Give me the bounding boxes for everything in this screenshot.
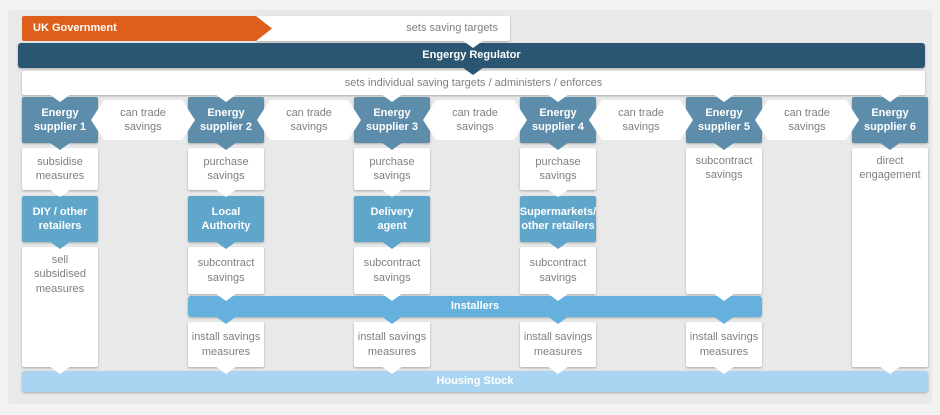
connector-arrow [381, 316, 403, 324]
energy-supplier-2-box: Energy supplier 2 [188, 97, 264, 143]
connector-arrow [215, 293, 237, 301]
connector-arrow [547, 189, 569, 197]
energy-supplier-1-box: Energy supplier 1 [22, 97, 98, 143]
connector-arrow [215, 366, 237, 374]
sets-saving-targets-note: sets saving targets [256, 16, 510, 41]
connector-arrow [49, 94, 71, 102]
trade-savings-arrow-1: can trade savings [91, 100, 195, 140]
energy-supplier-3-box: Energy supplier 3 [354, 97, 430, 143]
connector-arrow [381, 366, 403, 374]
installers-banner: Installers [188, 296, 762, 317]
trade-savings-arrow-4: can trade savings [589, 100, 693, 140]
install-measures-note-2: install savings measures [354, 322, 430, 367]
install-measures-note-1: install savings measures [188, 322, 264, 367]
intermediary-supermarkets-box: Supermarkets/ other retailers [520, 196, 596, 242]
energy-supplier-5-box: Energy supplier 5 [686, 97, 762, 143]
intermediary-local-authority-box: Local Authority [188, 196, 264, 242]
install-measures-note-3: install savings measures [520, 322, 596, 367]
connector-arrow [547, 366, 569, 374]
intermediary-diy-retailers-box: DIY / other retailers [22, 196, 98, 242]
connector-arrow [49, 189, 71, 197]
connector-arrow [713, 94, 735, 102]
supplier-3-action-note: purchase savings [354, 148, 430, 190]
col-4-action2-note: subcontract savings [520, 247, 596, 294]
connector-arrow [462, 40, 484, 48]
col-2-action2-note: subcontract savings [188, 247, 264, 294]
trade-savings-arrow-3: can trade savings [423, 100, 527, 140]
connector-arrow [879, 142, 901, 150]
col-3-action2-note: subcontract savings [354, 247, 430, 294]
connector-arrow [713, 366, 735, 374]
connector-arrow [713, 316, 735, 324]
connector-arrow [547, 316, 569, 324]
energy-supplier-6-box: Energy supplier 6 [852, 97, 928, 143]
connector-arrow [215, 241, 237, 249]
connector-arrow [381, 241, 403, 249]
connector-arrow [215, 94, 237, 102]
intermediary-delivery-agent-box: Delivery agent [354, 196, 430, 242]
supplier-6-action-note: direct engagement [852, 148, 928, 367]
connector-arrow [49, 142, 71, 150]
regulator-actions-note: sets individual saving targets / adminis… [22, 71, 925, 95]
housing-stock-banner: Housing Stock [22, 371, 928, 392]
connector-arrow [381, 293, 403, 301]
connector-arrow [547, 293, 569, 301]
connector-arrow [547, 142, 569, 150]
trade-savings-arrow-2: can trade savings [257, 100, 361, 140]
connector-arrow [215, 142, 237, 150]
connector-arrow [713, 142, 735, 150]
supplier-1-action-note: subsidise measures [22, 148, 98, 190]
connector-arrow [49, 241, 71, 249]
col-1-action2-note: sell subsidised measures [22, 247, 98, 367]
connector-arrow [462, 67, 484, 75]
connector-arrow [381, 142, 403, 150]
connector-arrow [381, 94, 403, 102]
supplier-2-action-note: purchase savings [188, 148, 264, 190]
uk-government-banner: UK Government [22, 16, 272, 41]
connector-arrow [547, 241, 569, 249]
install-measures-note-4: install savings measures [686, 322, 762, 367]
energy-supplier-4-box: Energy supplier 4 [520, 97, 596, 143]
supplier-5-action-note: subcontract savings [686, 148, 762, 294]
connector-arrow [49, 366, 71, 374]
supplier-4-action-note: purchase savings [520, 148, 596, 190]
connector-arrow [713, 293, 735, 301]
connector-arrow [879, 366, 901, 374]
connector-arrow [215, 316, 237, 324]
connector-arrow [547, 94, 569, 102]
connector-arrow [215, 189, 237, 197]
connector-arrow [381, 189, 403, 197]
connector-arrow [879, 94, 901, 102]
trade-savings-arrow-5: can trade savings [755, 100, 859, 140]
